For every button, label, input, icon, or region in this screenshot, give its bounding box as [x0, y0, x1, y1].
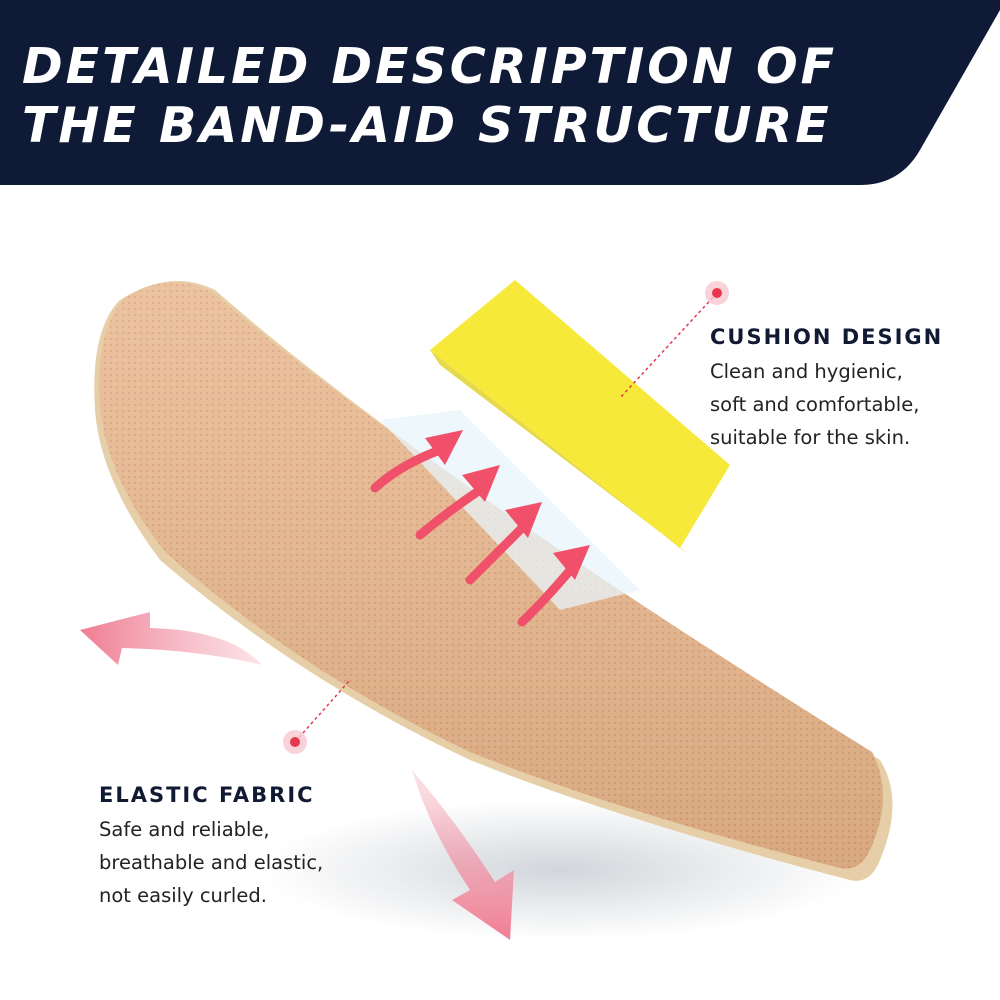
cushion-line-1: Clean and hygienic, — [710, 360, 903, 383]
cushion-heading: CUSHION DESIGN — [710, 325, 944, 349]
elastic-pointer-line — [294, 679, 351, 743]
upward-arrow — [370, 430, 463, 493]
banner-background — [0, 0, 1000, 185]
upward-arrow — [517, 545, 590, 627]
cushion-pin-marker — [705, 281, 729, 305]
elastic-line-3: not easily curled. — [99, 884, 267, 907]
cushion-line-2: soft and comfortable, — [710, 393, 920, 416]
upward-arrow — [415, 465, 500, 540]
elastic-pin-marker — [283, 730, 307, 754]
cushion-pointer-line — [619, 292, 718, 399]
header-banner: DETAILED DESCRIPTION OF THE BAND-AID STR… — [0, 0, 1000, 185]
band-aid-illustration — [80, 280, 893, 940]
elastic-heading: ELASTIC FABRIC — [99, 783, 315, 807]
upward-arrows — [370, 430, 590, 627]
stretch-arrow-down — [412, 770, 514, 940]
cushion-callout: CUSHION DESIGN Clean and hygienic, soft … — [710, 325, 943, 454]
elastic-callout: ELASTIC FABRIC Safe and reliable, breath… — [99, 783, 323, 912]
stretch-arrow-left — [80, 612, 262, 665]
elastic-line-2: breathable and elastic, — [99, 851, 324, 874]
elastic-line-1: Safe and reliable, — [99, 818, 270, 841]
cushion-line-3: suitable for the skin. — [710, 426, 911, 449]
page-title-line-1: DETAILED DESCRIPTION OF — [22, 38, 838, 95]
band-aid-strip — [94, 281, 893, 881]
upward-arrow — [465, 502, 542, 585]
page-title-line-2: THE BAND-AID STRUCTURE — [22, 97, 832, 154]
cushion-pad — [430, 280, 730, 548]
